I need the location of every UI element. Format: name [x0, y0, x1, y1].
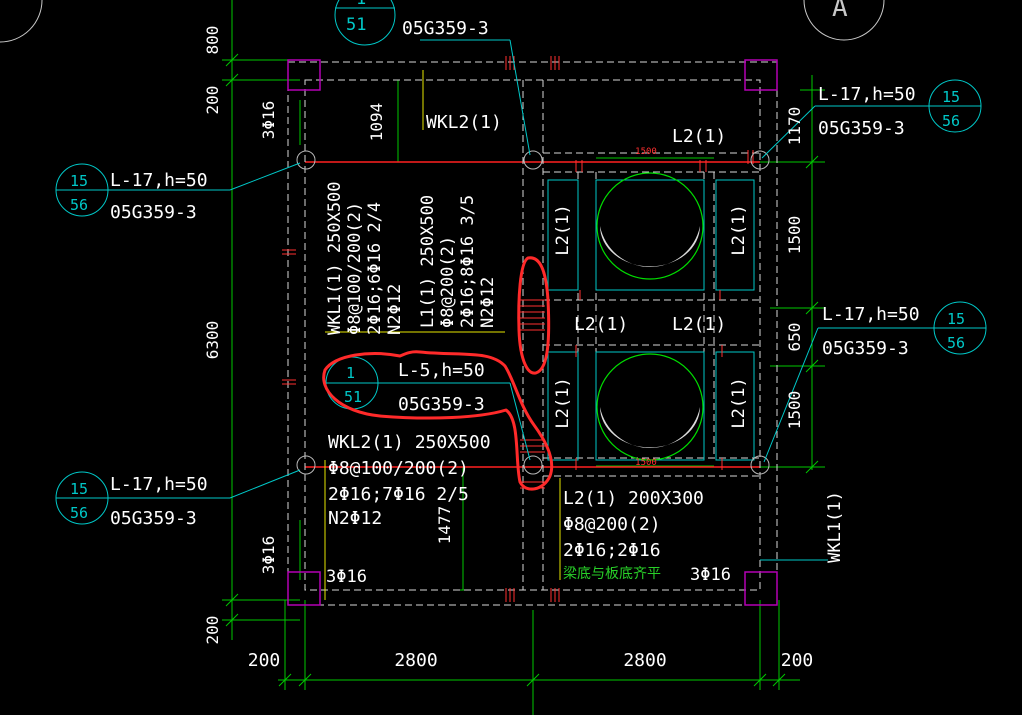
beam-spec-l1-line2: Φ8@200(2) [438, 236, 458, 328]
column-bottom-left [287, 571, 321, 606]
beam-spec-wkl2-line4: N2Φ12 [328, 508, 382, 529]
leader-lines [108, 39, 935, 561]
dim-left-200-top: 200 [203, 86, 222, 115]
beam-label-l2-right-upper: L2(1) [729, 204, 749, 255]
dim-left-200-bottom: 200 [203, 616, 222, 645]
beam-spec-l2-line3: 2Φ16;2Φ16 [563, 540, 661, 561]
beam-label-wkl1-right: WKL1(1) [825, 491, 845, 563]
column-top-right [744, 59, 778, 91]
callout-mid-right-num-top: 15 [947, 310, 965, 328]
beam-spec-wkl1-line3: 2Φ16;6Φ16 2/4 [365, 202, 385, 335]
axis-label-a: A [832, 0, 848, 23]
markup-loop-lower[interactable] [322, 350, 554, 491]
callout-mid-right-label: L-17,h=50 [822, 304, 920, 325]
dim-right-1500-top: 1500 [785, 216, 804, 255]
callout-l5-std: 05G359-3 [398, 394, 485, 415]
beam-label-l2-top: L2(1) [672, 126, 726, 147]
beam-note-green: 梁底与板底齐平 [563, 566, 661, 582]
rebar-bottom-left-vert: 3Φ16 [259, 536, 278, 575]
rebar-ticks [282, 56, 754, 602]
top-ref-num-top: 1 [356, 0, 366, 9]
markup-loop-upper[interactable] [517, 256, 551, 375]
callout-mid-right-std: 05G359-3 [822, 338, 909, 359]
beam-spec-wkl2-line3: 2Φ16;7Φ16 2/5 [328, 484, 469, 505]
callout-l5-num-bottom: 51 [344, 388, 362, 406]
beam-spec-wkl1-line2: Φ8@100/200(2) [345, 202, 365, 335]
callout-upper-right-label: L-17,h=50 [818, 84, 916, 105]
callout-upper-left-std: 05G359-3 [110, 202, 197, 223]
beam-spec-l1-line4: N2Φ12 [478, 277, 498, 328]
yellow-lines [324, 70, 561, 600]
dim-bottom-2800-left: 2800 [394, 650, 437, 671]
rebar-bottom-right: 3Φ16 [690, 565, 731, 585]
callout-bubbles [55, 0, 987, 525]
beam-spec-wkl2-line2: Φ8@100/200(2) [328, 458, 469, 479]
column-bottom-right [744, 571, 778, 606]
callout-upper-left-label: L-17,h=50 [110, 170, 208, 191]
beam-spec-l1-line1: L1(1) 250X500 [418, 195, 438, 328]
callout-lower-left-num-bottom: 56 [70, 504, 88, 522]
dimension-lines [222, 0, 825, 715]
dim-bottom-200-left: 200 [248, 650, 281, 671]
callout-upper-right-num-bottom: 56 [942, 112, 960, 130]
axis-bubble-right [803, 0, 885, 41]
callout-upper-left-num-bottom: 56 [70, 196, 88, 214]
callout-lower-left-num-top: 15 [70, 480, 88, 498]
dim-small-1500-bottom: 1500 [635, 458, 657, 468]
callout-upper-right-num-top: 15 [942, 88, 960, 106]
column-top-left [287, 59, 321, 91]
detail-markers [296, 150, 770, 475]
beam-spec-wkl1-line1: WKL1(1) 250X500 [325, 181, 345, 335]
rebar-bottom-left: 3Φ16 [326, 567, 367, 587]
beam-spec-l2-line2: Φ8@200(2) [563, 514, 661, 535]
beam-spec-l1-line3: 2Φ16;8Φ16 3/5 [458, 195, 478, 328]
beam-spec-wkl1: WKL1(1) 250X500 Φ8@100/200(2) 2Φ16;6Φ16 … [325, 181, 405, 335]
dim-right-1500-bottom: 1500 [785, 391, 804, 430]
dim-bottom-200-right: 200 [781, 650, 814, 671]
beam-spec-l2-line1: L2(1) 200X300 [563, 488, 704, 509]
rebar-top-left: 3Φ16 [259, 101, 278, 140]
dim-inner-1477: 1477 [435, 506, 454, 545]
beam-label-l2-right-lower: L2(1) [729, 377, 749, 428]
dim-right-650: 650 [785, 323, 804, 352]
callout-l5-label: L-5,h=50 [398, 360, 485, 381]
dim-small-1500-top: 1500 [635, 147, 657, 157]
beam-spec-wkl1-line4: N2Φ12 [385, 284, 405, 335]
callout-l5-num-top: 1 [346, 364, 355, 382]
top-ref-std: 05G359-3 [402, 18, 489, 39]
dim-left-800: 800 [203, 26, 222, 55]
callout-upper-right-std: 05G359-3 [818, 118, 905, 139]
beam-label-l2-mid-right: L2(1) [672, 314, 726, 335]
callout-mid-right-num-bottom: 56 [947, 334, 965, 352]
beam-label-l2-mid-left: L2(1) [574, 314, 628, 335]
top-ref-num-bottom: 51 [346, 15, 366, 35]
callout-lower-left-std: 05G359-3 [110, 508, 197, 529]
beam-spec-wkl2-line1: WKL2(1) 250X500 [328, 432, 491, 453]
columns [287, 59, 778, 606]
dim-right-1170: 1170 [785, 107, 804, 146]
circle-opening-lower [596, 353, 704, 461]
dim-inner-1094: 1094 [367, 103, 386, 142]
dim-bottom-2800-right: 2800 [623, 650, 666, 671]
beam-label-wkl2-top: WKL2(1) [426, 112, 502, 133]
red-markup[interactable] [322, 256, 554, 491]
dim-left-6300: 6300 [203, 321, 222, 360]
beam-label-l2-left-lower: L2(1) [553, 377, 573, 428]
beam-label-l2-left-upper: L2(1) [553, 204, 573, 255]
circular-openings [596, 172, 704, 461]
beam-spec-l1: L1(1) 250X500 Φ8@200(2) 2Φ16;8Φ16 3/5 N2… [418, 195, 498, 328]
circle-opening-upper [596, 172, 704, 280]
callout-upper-left-num-top: 15 [70, 172, 88, 190]
annotation-text: A 1 51 05G359-3 800 200 6300 200 200 280… [70, 0, 965, 671]
callout-lower-left-label: L-17,h=50 [110, 474, 208, 495]
axis-lines [305, 161, 760, 468]
